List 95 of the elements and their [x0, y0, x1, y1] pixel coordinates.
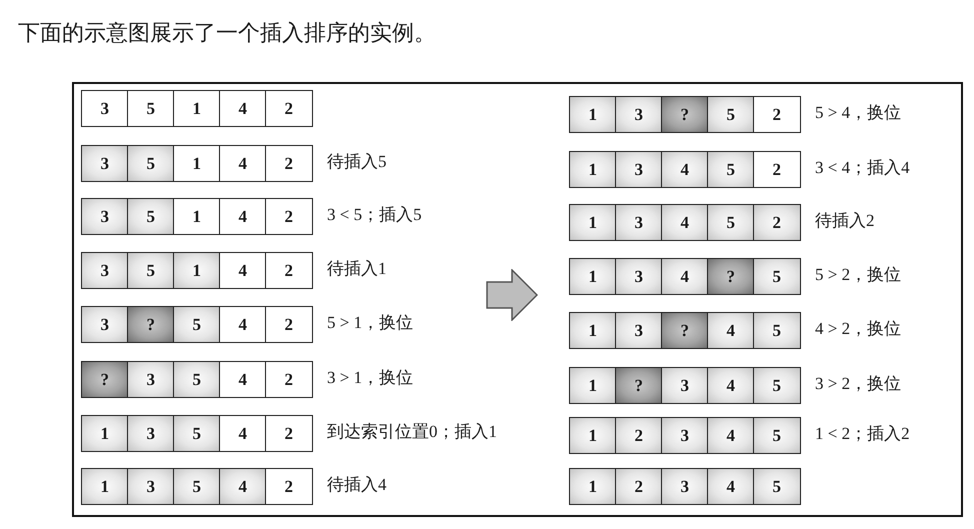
- array-cell: 3: [615, 258, 662, 295]
- step-note: 到达索引位置0；插入1: [327, 421, 497, 443]
- step-note: 3 < 4；插入4: [815, 157, 910, 179]
- array-cell: 5: [173, 306, 220, 343]
- array-cell: 2: [265, 415, 312, 452]
- array-cell: 1: [569, 96, 616, 133]
- array-cell: 2: [265, 306, 312, 343]
- array-cell: 3: [81, 90, 128, 127]
- step-note: 1 < 2；插入2: [815, 423, 910, 445]
- array-cell: ?: [661, 96, 708, 133]
- array-cell: 3: [615, 151, 662, 188]
- array-cell: 2: [753, 151, 800, 188]
- array-cell: 2: [265, 90, 312, 127]
- array-cell: 3: [81, 306, 128, 343]
- array-cell: 3: [615, 312, 662, 349]
- array-cell: 5: [173, 468, 220, 505]
- array-cell: 5: [753, 367, 800, 404]
- array-cell: 3: [81, 252, 128, 289]
- array-cell: 5: [127, 198, 174, 235]
- array-cell: 4: [661, 258, 708, 295]
- array-cell: 1: [81, 468, 128, 505]
- array-cell: 2: [265, 252, 312, 289]
- array-cell: 5: [707, 204, 754, 241]
- step-note: 3 > 1，换位: [327, 367, 414, 389]
- array-cell: 5: [707, 151, 754, 188]
- array-cell: 2: [615, 417, 662, 454]
- array-cell: ?: [127, 306, 174, 343]
- array-cell: 5: [127, 90, 174, 127]
- step-note: 待插入4: [327, 474, 386, 496]
- array-cell: 3: [661, 367, 708, 404]
- step-note: 5 > 1，换位: [327, 312, 414, 334]
- array-cell: 5: [173, 415, 220, 452]
- array-cell: 1: [173, 90, 220, 127]
- array-cell: 2: [753, 96, 800, 133]
- array-cell: 2: [615, 468, 662, 505]
- array-cell: 3: [661, 468, 708, 505]
- array-cell: 3: [81, 145, 128, 182]
- array-cell: 4: [707, 468, 754, 505]
- array-cell: ?: [661, 312, 708, 349]
- array-cell: 1: [173, 145, 220, 182]
- array-cell: 4: [219, 361, 266, 398]
- array-cell: 3: [81, 198, 128, 235]
- step-note: 5 > 2，换位: [815, 264, 902, 286]
- array-cell: 3: [615, 204, 662, 241]
- step-note: 待插入1: [327, 258, 386, 280]
- array-cell: 5: [173, 361, 220, 398]
- array-cell: ?: [707, 258, 754, 295]
- array-cell: 1: [569, 151, 616, 188]
- array-cell: 2: [753, 204, 800, 241]
- array-cell: 3: [127, 415, 174, 452]
- array-cell: 2: [265, 198, 312, 235]
- step-note: 3 < 5；插入5: [327, 204, 422, 226]
- array-cell: 5: [753, 258, 800, 295]
- array-cell: 4: [661, 151, 708, 188]
- array-cell: 1: [173, 198, 220, 235]
- array-cell: 3: [127, 361, 174, 398]
- array-cell: 3: [615, 96, 662, 133]
- array-cell: 2: [265, 145, 312, 182]
- array-cell: 5: [753, 417, 800, 454]
- array-cell: 1: [569, 367, 616, 404]
- array-cell: 5: [127, 145, 174, 182]
- array-cell: 3: [661, 417, 708, 454]
- array-cell: 1: [81, 415, 128, 452]
- array-cell: 4: [219, 145, 266, 182]
- array-cell: 1: [173, 252, 220, 289]
- array-cell: ?: [81, 361, 128, 398]
- array-cell: 5: [753, 468, 800, 505]
- array-cell: 4: [707, 367, 754, 404]
- array-cell: 3: [127, 468, 174, 505]
- array-cell: 4: [219, 415, 266, 452]
- array-cell: 1: [569, 417, 616, 454]
- array-cell: 1: [569, 468, 616, 505]
- array-cell: 4: [219, 468, 266, 505]
- array-cell: 1: [569, 258, 616, 295]
- title: 下面的示意图展示了一个插入排序的实例。: [18, 19, 436, 47]
- array-cell: 4: [219, 252, 266, 289]
- step-note: 待插入2: [815, 210, 874, 232]
- array-cell: 2: [265, 361, 312, 398]
- array-cell: 5: [127, 252, 174, 289]
- array-cell: 1: [569, 312, 616, 349]
- array-cell: 5: [707, 96, 754, 133]
- array-cell: 4: [707, 417, 754, 454]
- step-note: 5 > 4，换位: [815, 102, 902, 124]
- array-cell: 4: [219, 90, 266, 127]
- array-cell: ?: [615, 367, 662, 404]
- array-cell: 4: [219, 306, 266, 343]
- array-cell: 1: [569, 204, 616, 241]
- step-note: 3 > 2，换位: [815, 373, 902, 395]
- step-note: 4 > 2，换位: [815, 318, 902, 340]
- step-note: 待插入5: [327, 151, 386, 173]
- array-cell: 4: [661, 204, 708, 241]
- array-cell: 4: [707, 312, 754, 349]
- array-cell: 4: [219, 198, 266, 235]
- array-cell: 2: [265, 468, 312, 505]
- array-cell: 5: [753, 312, 800, 349]
